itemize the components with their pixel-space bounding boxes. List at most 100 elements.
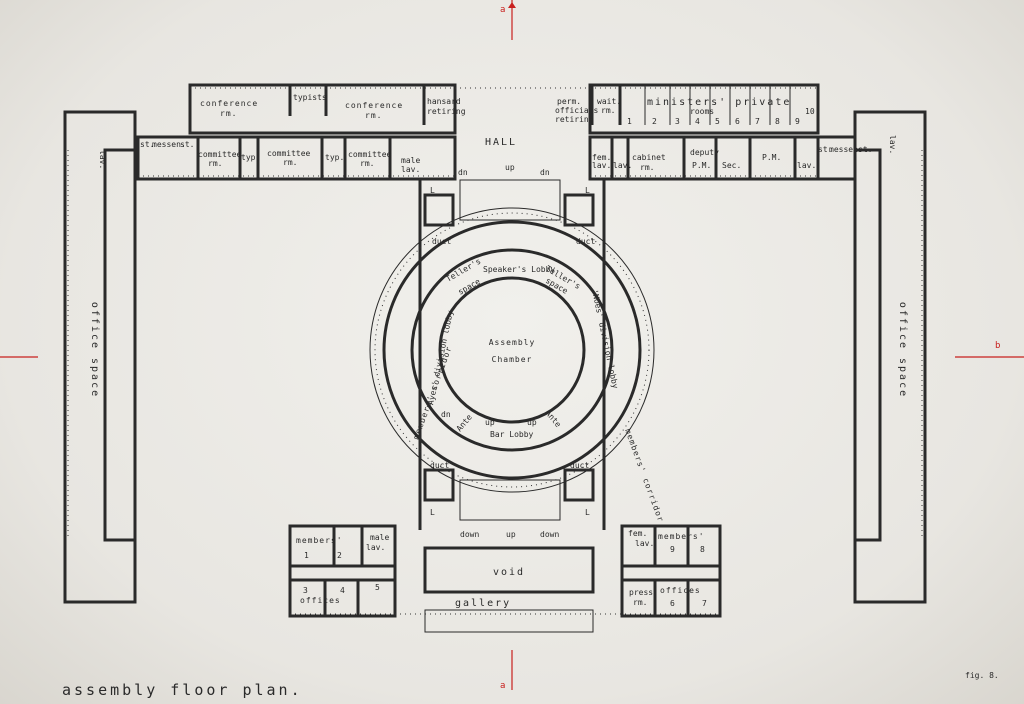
typist-label: typ. (325, 153, 344, 162)
male-lavatory-label: male (401, 156, 420, 165)
committee-room-3-label: committee (348, 150, 392, 159)
section-mark-top: a (500, 5, 505, 15)
office-number: 6 (670, 599, 675, 608)
conference-room-2-label-b: rm. (365, 111, 382, 120)
room-number: 1 (627, 117, 632, 126)
offices-left-label: offices (300, 596, 341, 605)
speakers-lobby-label: Speaker's Lobby (483, 265, 555, 274)
room-number: 3 (675, 117, 680, 126)
female-lavatory-label: fem. (592, 153, 611, 162)
perm-officials-label-c: retiring (555, 115, 594, 124)
female-lavatory-label-b: lav. (592, 161, 611, 170)
stair-down-label: down (540, 530, 559, 539)
duct-label: duct (430, 461, 449, 470)
members-corridor-right-label: members' corridor (623, 428, 665, 524)
room-number: 5 (715, 117, 720, 126)
committee-room-1-label: committee (198, 150, 242, 159)
cabinet-room-label: cabinet (632, 153, 666, 162)
office-number: 9 (670, 545, 675, 554)
office-number: 1 (304, 551, 309, 560)
down-label: dn (441, 410, 451, 419)
south-block: members' male lav. offices 1 2 3 4 5 voi… (288, 524, 722, 633)
office-number: 2 (337, 551, 342, 560)
lavatory-label: lav. (613, 161, 632, 170)
room-number: 10 (805, 107, 815, 116)
duct-label: duct (432, 237, 451, 246)
stair-down-label: down (460, 530, 479, 539)
press-room-label-b: rm. (633, 598, 647, 607)
female-lavatory-label-b: lav. (635, 539, 654, 548)
stair-up-label: up (505, 163, 515, 172)
room-number: 6 (735, 117, 740, 126)
conference-room-1-label-b: rm. (220, 109, 237, 118)
ministers-private-label: ministers' private (647, 97, 791, 108)
office-number: 4 (340, 586, 345, 595)
minister-room-numbers: 1 2 3 4 5 6 7 8 9 10 (627, 107, 815, 126)
office-number: 8 (700, 545, 705, 554)
ante-room-left-label: Ante (455, 413, 474, 434)
lavatory-label: lav. (797, 161, 816, 170)
waiting-room-label: wait. (597, 97, 621, 106)
central-core: dn up dn L L L L duct duct duct duct Tel… (369, 163, 665, 539)
typist-label: typ. (241, 153, 260, 162)
up-label: up (527, 418, 537, 427)
deputy-pm-label-b: P.M. (692, 161, 711, 170)
up-label: up (485, 418, 495, 427)
office-wings: office space office space lav. lav. (63, 110, 927, 604)
committee-room-2-label-b: rm. (283, 158, 297, 167)
office-space-left-label: office space (89, 302, 100, 398)
prime-minister-label: P.M. (762, 153, 781, 162)
typists-label: typists (293, 93, 327, 102)
ministers-rooms-label: rooms (690, 107, 714, 116)
offices-right-label: offices (660, 586, 701, 595)
room-number: 7 (755, 117, 760, 126)
north-block: conference rm. typists conference rm. ha… (136, 83, 872, 181)
lavatory-label: lav. (98, 150, 107, 169)
section-mark-bottom: a (500, 681, 505, 691)
committee-room-3-label-b: rm. (360, 159, 374, 168)
lift-label: L (430, 186, 435, 195)
committee-room-2-label: committee (267, 149, 311, 158)
cabinet-room-label-b: rm. (640, 163, 654, 172)
conference-room-2-label: conference (345, 101, 403, 110)
store-label: st. (140, 140, 154, 149)
perm-officials-label-b: officials (555, 106, 599, 115)
ante-room-right-label: Ante (543, 409, 562, 430)
female-lavatory-label: fem. (628, 529, 647, 538)
room-number: 4 (695, 117, 700, 126)
void-label: void (493, 567, 525, 578)
hansard-label-b: retiring (427, 107, 466, 116)
room-number: 9 (795, 117, 800, 126)
lift-label: L (585, 508, 590, 517)
office-space-right-label: office space (897, 302, 908, 398)
members-offices-left-label: members' (296, 536, 343, 545)
male-lavatory-label-b: lav. (401, 165, 420, 174)
messenger-label: messen. (152, 140, 186, 149)
lift-label: L (585, 186, 590, 195)
office-number: 7 (702, 599, 707, 608)
deputy-pm-label: deputy (690, 148, 719, 157)
stair-down-label: dn (540, 168, 550, 177)
hansard-label: hansard (427, 97, 461, 106)
duct-label: duct (570, 461, 589, 470)
male-lavatory-label-b: lav. (366, 543, 385, 552)
assembly-chamber-label: Assembly (489, 338, 536, 347)
figure-number: fig. 8. (965, 671, 999, 680)
secretary-label: Sec. (722, 161, 741, 170)
gallery-label: gallery (455, 598, 511, 609)
duct-label: duct (576, 237, 595, 246)
lift-label: L (430, 508, 435, 517)
bar-lobby-label: Bar Lobby (490, 430, 534, 439)
press-room-label: press (629, 588, 653, 597)
committee-room-1-label-b: rm. (208, 159, 222, 168)
waiting-room-label-b: rm. (601, 106, 615, 115)
male-lavatory-label: male (370, 533, 389, 542)
office-number: 5 (375, 583, 380, 592)
lavatory-label: lav. (888, 135, 897, 154)
room-number: 8 (775, 117, 780, 126)
hall-label: HALL (485, 137, 517, 148)
assembly-chamber-label-b: Chamber (492, 355, 533, 364)
